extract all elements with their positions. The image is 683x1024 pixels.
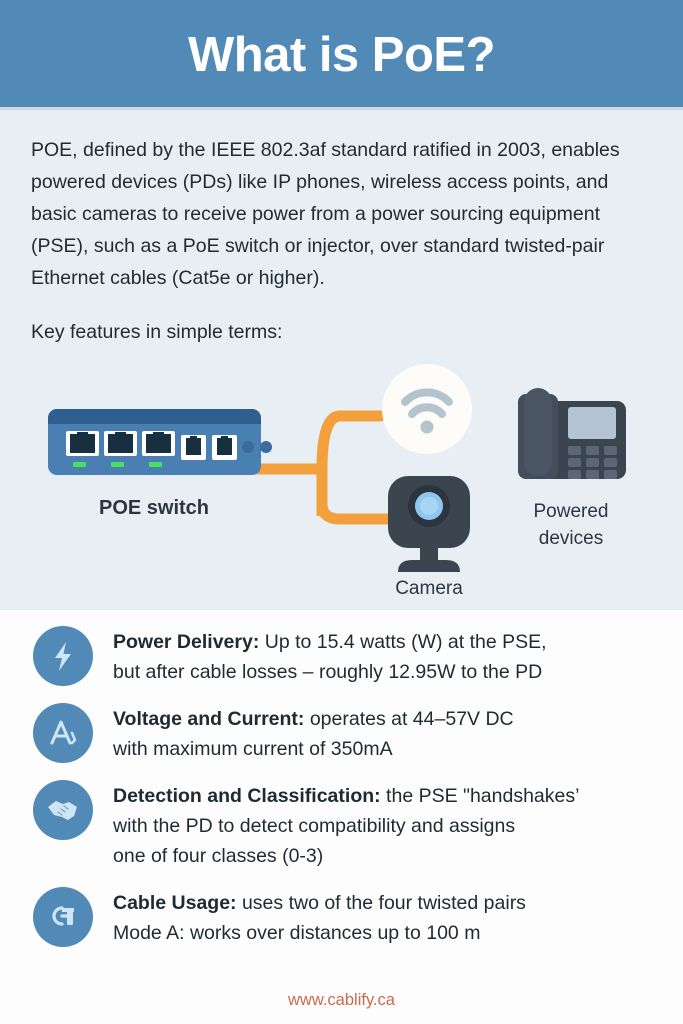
- feature-power-delivery: Power Delivery: Up to 15.4 watts (W) at …: [33, 624, 663, 687]
- feature-cable-usage: Cable Usage: uses two of the four twiste…: [33, 885, 663, 948]
- feature-text: Power Delivery: Up to 15.4 watts (W) at …: [113, 624, 547, 687]
- feature-body-line2: with maximum current of 350mA: [113, 738, 393, 760]
- feature-title: Cable Usage:: [113, 892, 237, 914]
- intro-paragraph: POE, defined by the IEEE 802.3af standar…: [31, 139, 620, 289]
- feature-text: Detection and Classification: the PSE "h…: [113, 778, 579, 871]
- feature-text: Cable Usage: uses two of the four twiste…: [113, 885, 526, 948]
- feature-body-line1: Up to 15.4 watts (W) at the PSE,: [259, 631, 547, 653]
- camera-graphic: [388, 476, 470, 572]
- ethernet-cable-icon: [33, 887, 93, 947]
- feature-body-line3: one of four classes (0-3): [113, 845, 324, 867]
- feature-body-line1: operates at 44–57V DC: [304, 708, 514, 730]
- feature-body-line2: Mode A: works over distances up to 100 m: [113, 922, 481, 944]
- feature-voltage-current: Voltage and Current: operates at 44–57V …: [33, 701, 663, 764]
- feature-body-line2: but after cable losses – roughly 12.95W …: [113, 661, 543, 683]
- feature-detection-classification: Detection and Classification: the PSE "h…: [33, 778, 663, 871]
- switch-label: POE switch: [99, 497, 209, 519]
- feature-body-line2: with the PD to detect compatibility and …: [113, 815, 516, 837]
- voltage-meter-icon: [33, 703, 93, 763]
- handshake-icon: [33, 780, 93, 840]
- lightning-bolt-icon: [33, 626, 93, 686]
- intro-section: POE, defined by the IEEE 802.3af standar…: [0, 110, 683, 354]
- feature-title: Voltage and Current:: [113, 708, 305, 730]
- header-divider: [0, 107, 683, 110]
- website-link[interactable]: www.cablify.ca: [288, 991, 395, 1009]
- features-list: Power Delivery: Up to 15.4 watts (W) at …: [0, 610, 683, 989]
- powered-devices-label-line2: devices: [539, 528, 603, 549]
- feature-body-line1: uses two of the four twisted pairs: [236, 892, 526, 914]
- page-title: What is PoE?: [187, 27, 496, 82]
- key-features-heading: Key features in simple terms:: [31, 321, 283, 343]
- powered-devices-label-line1: Powered: [534, 501, 609, 522]
- footer: www.cablify.ca: [0, 989, 683, 1024]
- feature-body-line1: the PSE "handshakes’: [380, 785, 580, 807]
- wifi-access-point-graphic: [382, 364, 472, 454]
- feature-title: Detection and Classification:: [113, 785, 381, 807]
- camera-label: Camera: [395, 578, 463, 599]
- header-banner: What is PoE?: [0, 0, 683, 110]
- poe-switch-graphic: [48, 409, 272, 475]
- poe-diagram: POE switch Camera: [0, 354, 683, 610]
- ethernet-cables: [249, 410, 394, 525]
- feature-text: Voltage and Current: operates at 44–57V …: [113, 701, 514, 764]
- feature-title: Power Delivery:: [113, 631, 260, 653]
- ip-phone-graphic: [518, 388, 626, 479]
